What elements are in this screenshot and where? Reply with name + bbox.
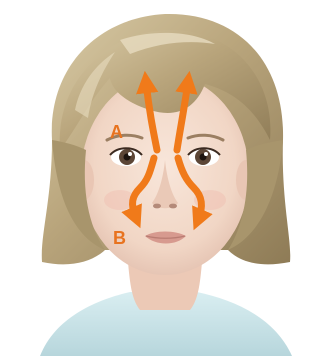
label-a: A <box>110 122 123 142</box>
right-nostril <box>169 204 177 209</box>
label-b: B <box>113 228 126 248</box>
left-nostril <box>153 204 161 209</box>
